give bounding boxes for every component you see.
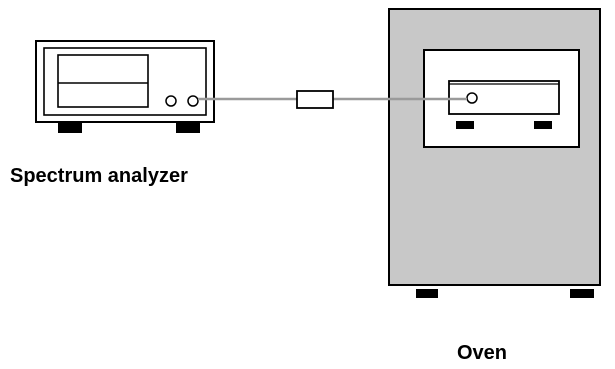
analyzer-foot-right xyxy=(176,123,200,133)
oven-foot-right xyxy=(570,289,594,298)
oven-label: Oven xyxy=(457,342,508,364)
device-under-test xyxy=(448,80,560,129)
analyzer-knob xyxy=(165,95,177,107)
spectrum-analyzer-label: Spectrum analyzer xyxy=(10,165,188,187)
dut-output-port xyxy=(466,92,478,104)
cable xyxy=(198,90,467,109)
cable-attenuator xyxy=(296,90,334,109)
spectrum-analyzer xyxy=(35,40,215,133)
analyzer-foot-left xyxy=(58,123,82,133)
dut-foot-right xyxy=(534,121,552,129)
analyzer-screen xyxy=(57,54,149,108)
dut-box xyxy=(448,80,560,115)
oven xyxy=(388,8,601,298)
dut-foot-left xyxy=(456,121,474,129)
oven-foot-left xyxy=(416,289,438,298)
analyzer-input-port xyxy=(187,95,199,107)
